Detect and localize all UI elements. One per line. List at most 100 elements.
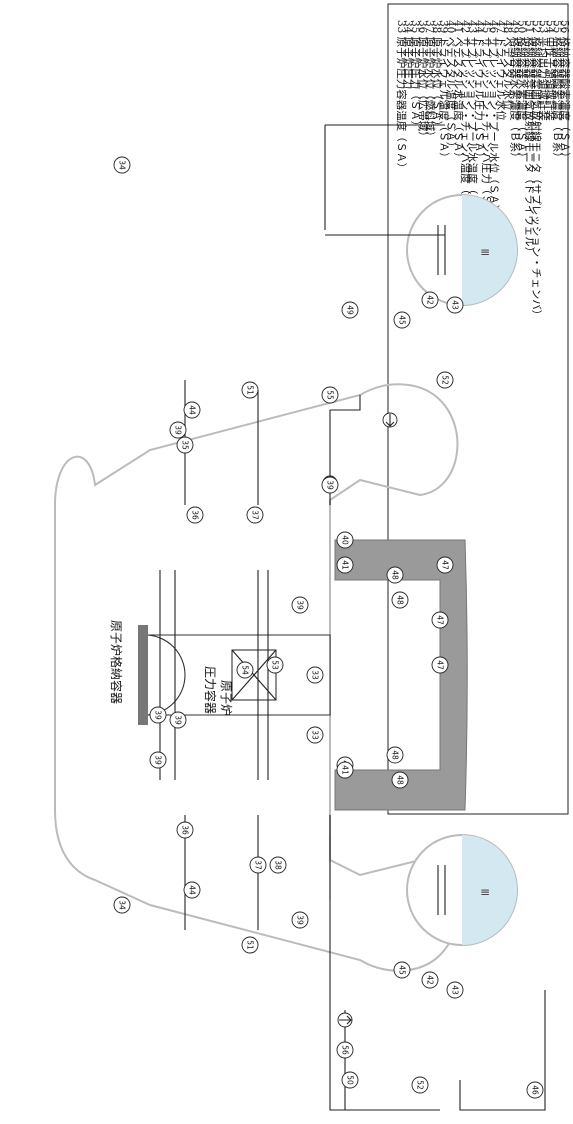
- bubble-circle: [291, 911, 309, 929]
- rpv-flange: [138, 625, 148, 725]
- pool-water-bottom: [462, 835, 517, 945]
- instrument-bubble: 47: [436, 556, 454, 574]
- bubble-circle: [306, 726, 324, 744]
- bubble-circle: [113, 156, 131, 174]
- instrument-bubble: 33: [306, 726, 324, 744]
- bubble-circle: [336, 761, 354, 779]
- bubble-number: 43: [451, 985, 460, 995]
- bubble-circle: [431, 656, 449, 674]
- bubble-number: 50: [346, 1075, 355, 1085]
- legend-item-text: 37 原子炉水位（燃料域）: [423, 20, 436, 142]
- instrument-bubble: 42: [421, 971, 439, 989]
- instrument-bubble: 37: [246, 506, 264, 524]
- bubble-number: 36: [181, 825, 190, 835]
- legend-item-text: 40 ペデスタル温度（ＳＡ）: [445, 20, 458, 152]
- instrument-bubble: 54: [236, 661, 254, 679]
- bubble-number: 34: [118, 160, 127, 170]
- legend-item-text: 54 中性子源領域計装: [544, 20, 557, 121]
- legend-item: 44 ドライウェル圧力（ＳＡ）: [473, 20, 486, 163]
- legend-item: 35 原子炉圧力（ＳＡ）: [409, 20, 422, 131]
- bubble-number: 39: [154, 755, 163, 765]
- legend-item: 40 ペデスタル温度（ＳＡ）: [445, 20, 458, 152]
- bubble-number: 39: [326, 480, 335, 490]
- flow-arrows: [322, 412, 398, 1028]
- instrument-bubble: 47: [431, 656, 449, 674]
- instrument-bubble: 34: [113, 156, 131, 174]
- instrument-bubble: 39: [149, 706, 167, 724]
- bubble-number: 33: [311, 670, 320, 680]
- bubble-circle: [249, 856, 267, 874]
- bubble-number: 41: [341, 765, 350, 775]
- legend-item-text: 41 ペデスタル水温度（ＳＡ）: [452, 20, 465, 163]
- legend-item: 41 ペデスタル水温度（ＳＡ）: [452, 20, 465, 163]
- instrument-bubble: 47: [431, 611, 449, 629]
- reactor-pressure-vessel: [138, 625, 331, 725]
- instrument-bubble: 39: [291, 911, 309, 929]
- bubble-number: 51: [246, 385, 255, 395]
- bubble-circle: [291, 596, 309, 614]
- legend-item: 39 ドライウェル温度（ＳＡ）: [438, 20, 451, 163]
- bubble-circle: [236, 661, 254, 679]
- bubble-number: 40: [341, 535, 350, 545]
- bubble-circle: [266, 656, 284, 674]
- instrument-bubble: 36: [186, 506, 204, 524]
- instrument-bubble: 51: [241, 381, 259, 399]
- legend-item-text: 55 格納容器酸素濃度（Ｂ系）: [551, 20, 564, 163]
- instrument-bubble: 48: [391, 771, 409, 789]
- bubble-circle: [241, 936, 259, 954]
- legend-item-text: 43 サプレッション・プール水温度（ＳＡ）: [466, 20, 479, 226]
- legend-item: 34 原子炉圧力: [402, 20, 415, 89]
- bubble-circle: [436, 371, 454, 389]
- instrument-bubble: 52: [436, 371, 454, 389]
- legend-item: 46 サプレッション・プール水位（ＳＡ）: [487, 20, 500, 215]
- legend-item-text: 36 原子炉水位（広帯域）: [416, 20, 429, 142]
- bubble-number: 39: [174, 715, 183, 725]
- bubble-circle: [391, 771, 409, 789]
- instrument-bubble: 44: [183, 881, 201, 899]
- instrument-bubble: 38: [269, 856, 287, 874]
- bubble-number: 48: [391, 750, 400, 760]
- bubble-circle: [176, 821, 194, 839]
- suppression-pool-top: ≡: [406, 194, 518, 306]
- downcomer-top: [437, 225, 446, 275]
- instrument-bubbles: 3333343435363637373839393939393939404041…: [113, 156, 544, 1099]
- instrument-bubble: 41: [336, 761, 354, 779]
- instrument-bubble: 39: [169, 711, 187, 729]
- bubble-number: 56: [341, 1045, 350, 1055]
- svg-text:原子炉格納容器: 原子炉格納容器: [109, 620, 124, 704]
- bubble-circle: [113, 896, 131, 914]
- bubble-circle: [186, 506, 204, 524]
- bubble-circle: [246, 506, 264, 524]
- bubble-number: 48: [391, 570, 400, 580]
- bubble-number: 54: [241, 665, 250, 675]
- bubble-number: 48: [396, 595, 405, 605]
- bubble-number: 37: [251, 510, 260, 520]
- bubble-number: 34: [118, 900, 127, 910]
- bubble-number: 55: [326, 390, 335, 400]
- svg-text:原子炉: 原子炉: [219, 680, 233, 716]
- bubble-circle: [446, 981, 464, 999]
- bubble-number: 39: [154, 710, 163, 720]
- instrument-bubble: 48: [386, 746, 404, 764]
- legend-item-text: 38 原子炉水位（ＳＡ）: [431, 20, 444, 131]
- instrument-bubble: 52: [411, 1076, 429, 1094]
- bubble-number: 33: [311, 730, 320, 740]
- legend-item-text: 51 格納容器雰囲気放射線モニタ（ドライウェル）: [523, 20, 536, 257]
- bubble-number: 45: [398, 965, 407, 975]
- bubble-number: 39: [296, 600, 305, 610]
- legend-item-text: 34 原子炉圧力: [402, 20, 415, 89]
- instrument-bubble: 43: [446, 981, 464, 999]
- bubble-circle: [411, 1076, 429, 1094]
- legend-item: 54 中性子源領域計装: [544, 20, 557, 121]
- rpv-label-line2: 圧力容器: [203, 666, 218, 714]
- legend-item-text: 47 ドライウェル水位: [494, 20, 507, 121]
- core-cross: [231, 649, 277, 701]
- legend-item: 52 格納容器雰囲気放射線モニタ（サプレッション・チェンバ）: [530, 20, 543, 320]
- instrument-bubble: 48: [391, 591, 409, 609]
- bubble-circle: [341, 301, 359, 319]
- legend-item: 53 平均出力領域計装: [537, 20, 550, 121]
